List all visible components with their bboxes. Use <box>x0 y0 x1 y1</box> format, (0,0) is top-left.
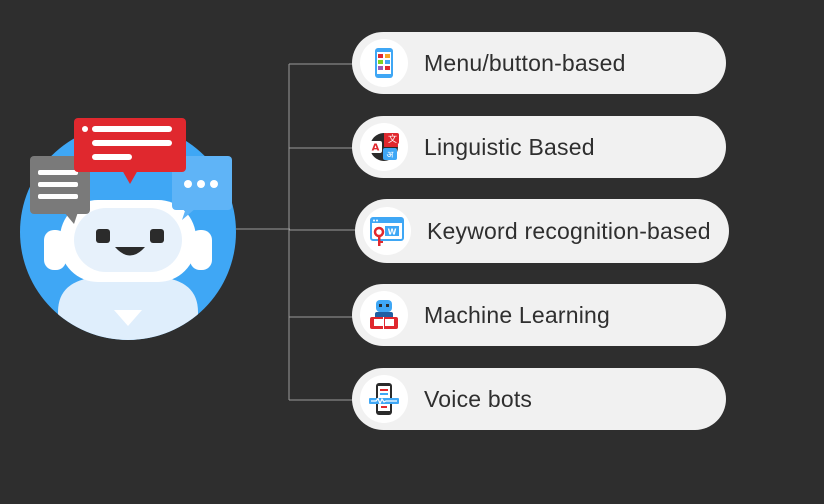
robot-learning-icon <box>360 291 408 339</box>
category-pill-machine-learning: Machine Learning <box>352 284 726 346</box>
category-label: Linguistic Based <box>424 133 595 160</box>
chatbot-illustration <box>18 112 248 352</box>
category-label: Machine Learning <box>424 301 611 328</box>
category-label: Keyword recognition-based <box>427 217 711 244</box>
category-pill-menu-button: Menu/button-based <box>352 32 726 94</box>
category-label: Voice bots <box>424 385 533 412</box>
svg-text:文: 文 <box>388 133 397 145</box>
keyword-key-icon: W <box>363 207 411 255</box>
svg-text:अ: अ <box>387 151 395 161</box>
category-label: Menu/button-based <box>424 49 626 76</box>
robot-eye-right <box>150 229 164 243</box>
translate-icon: 文 A अ <box>360 123 408 171</box>
svg-text:W: W <box>388 228 397 237</box>
category-pill-voice-bots: Voice bots <box>352 368 726 430</box>
robot-eye-left <box>96 229 110 243</box>
robot-mouth <box>115 247 145 256</box>
category-pill-keyword: W Keyword recognition-based <box>355 199 729 263</box>
chat-bubble-red <box>74 118 186 184</box>
svg-text:A: A <box>372 143 380 154</box>
chat-bubble-blue <box>172 156 232 220</box>
category-pill-linguistic: 文 A अ Linguistic Based <box>352 116 726 178</box>
mobile-menu-icon <box>360 39 408 87</box>
voice-phone-icon <box>360 375 408 423</box>
